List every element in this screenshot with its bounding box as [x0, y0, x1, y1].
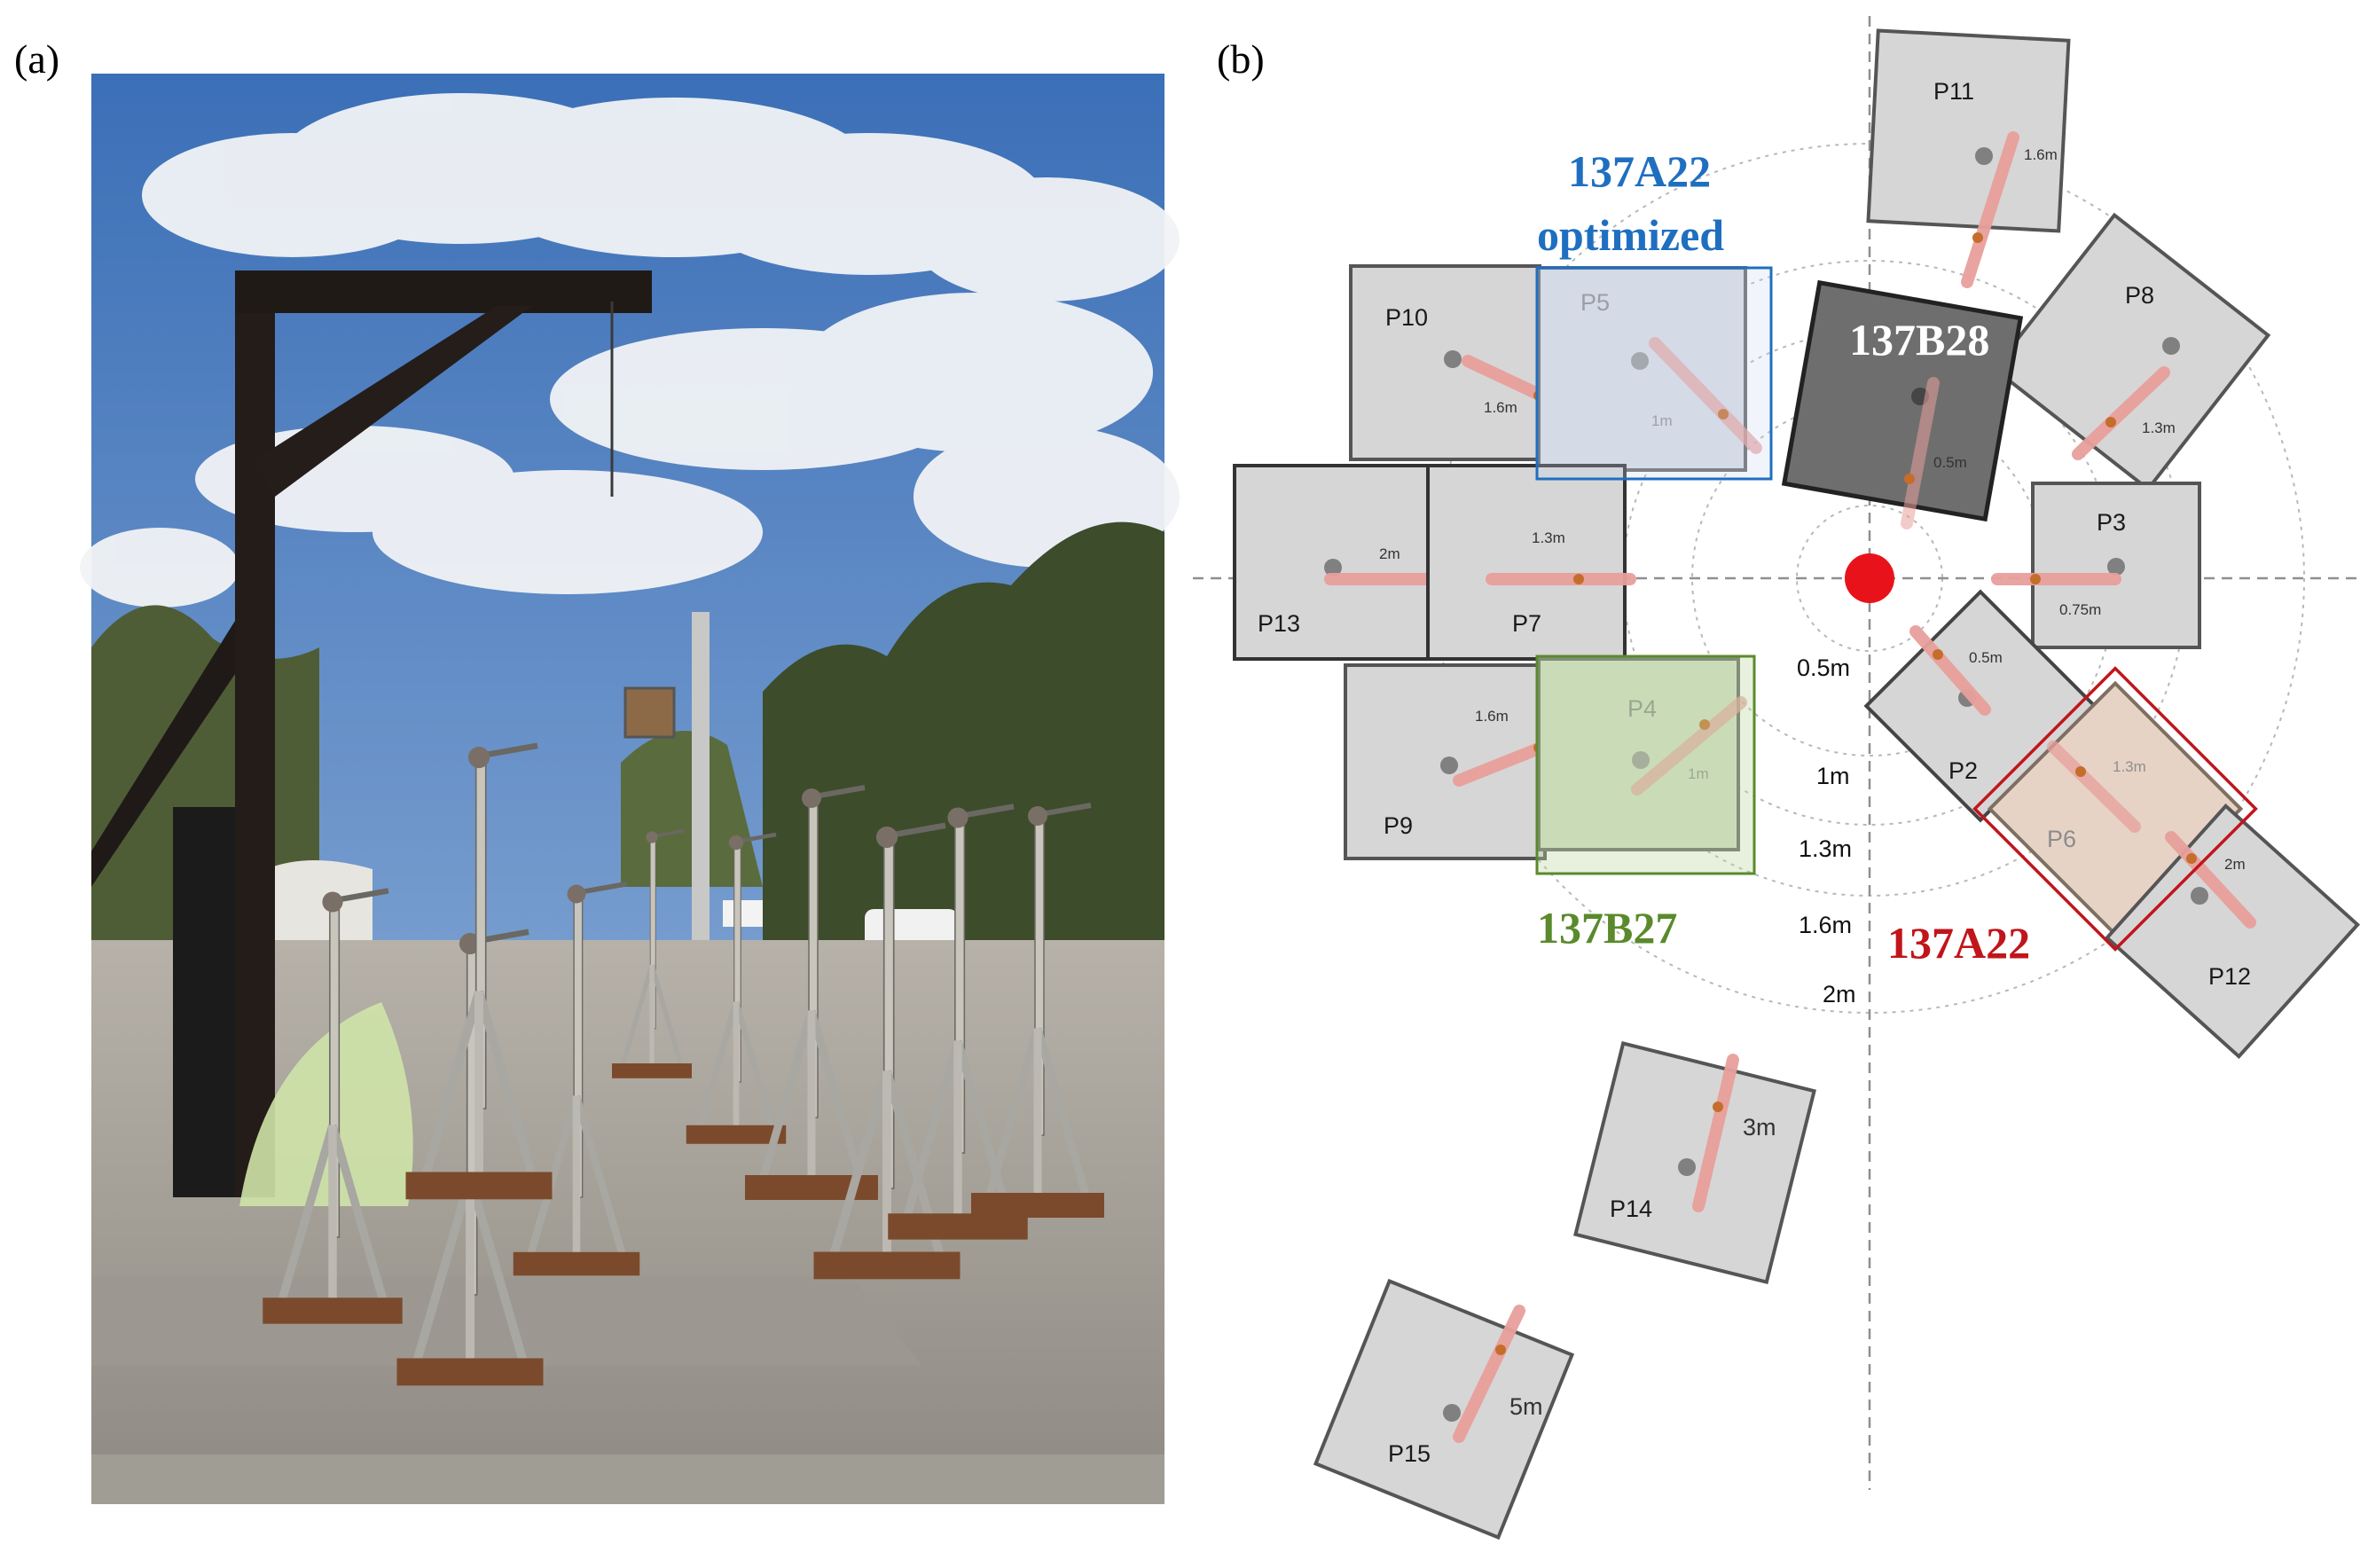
pier-label: P8	[2125, 282, 2154, 309]
pier-distance: 1m	[1688, 765, 1709, 782]
group-frame-137b27	[1535, 655, 1756, 875]
panel-label-a: (a)	[14, 36, 59, 82]
ring-label-0.5m: 0.5m	[1797, 655, 1850, 681]
pier-label: P6	[2047, 826, 2076, 852]
pier-label: P2	[1949, 757, 1978, 784]
pier-distance: 2m	[1379, 545, 1400, 562]
pier-label: P11	[1933, 78, 1974, 105]
group-label-137a22-optimized-line1: 137A22	[1568, 146, 1711, 196]
pier-label: P3	[2097, 509, 2126, 536]
group-label-137b27: 137B27	[1537, 903, 1677, 953]
group-label-137a22: 137A22	[1887, 918, 2030, 968]
pier-p3: P3 0.75m	[1991, 482, 2201, 649]
ring-label-1.6m: 1.6m	[1799, 912, 1852, 938]
pier-distance: 1.6m	[2024, 146, 2058, 163]
axes	[1193, 16, 2359, 1490]
pier-distance: 3m	[1743, 1114, 1776, 1141]
pier-distance: 1.6m	[1475, 708, 1509, 725]
ring-label-1m: 1m	[1816, 763, 1850, 789]
pier-label: P13	[1258, 610, 1300, 637]
pier-p7: P7 1.3m	[1426, 464, 1636, 661]
source-point	[1845, 553, 1894, 603]
pier-label: P10	[1385, 304, 1428, 331]
pier-p8: P8 1.3m	[1991, 212, 2271, 492]
pier-p11: P11 1.6m	[1866, 28, 2071, 288]
pier-label: P14	[1610, 1196, 1652, 1222]
pier-distance: 0.75m	[2059, 601, 2101, 618]
pier-label: P12	[2208, 963, 2251, 990]
pier-distance: 2m	[2224, 856, 2246, 873]
pier-blocks: P11 1.6m P10 1.6m P5 1m P8 1.	[1233, 28, 2361, 1541]
pier-p5: P5 1m	[1537, 266, 1762, 472]
site-photo	[80, 74, 1180, 1504]
pier-p10: P10 1.6m	[1349, 264, 1596, 461]
pier-p1: 0.5m	[1781, 279, 2024, 529]
pier-label: P15	[1388, 1440, 1431, 1467]
pier-p4: P4 1m	[1537, 657, 1747, 851]
pier-distance: 0.5m	[1933, 454, 1967, 471]
pier-distance: 1m	[1651, 412, 1673, 429]
pier-distance: 1.3m	[2142, 419, 2176, 436]
pier-distance: 1.3m	[2113, 758, 2146, 775]
pier-label: P4	[1627, 695, 1657, 722]
group-label-137a22-optimized-line2: optimized	[1537, 210, 1724, 260]
pier-distance: 1.6m	[1484, 399, 1517, 416]
pier-label: P9	[1384, 812, 1413, 839]
pier-p15: P15 5m	[1313, 1278, 1575, 1541]
pier-distance: 0.5m	[1969, 649, 2003, 666]
pier-label: P7	[1512, 610, 1541, 637]
group-label-137b28: 137B28	[1849, 315, 1989, 365]
pier-distance: 1.3m	[1532, 529, 1565, 546]
pier-p12: P12 2m	[2104, 803, 2361, 1060]
group-frame-137a22-optimized	[1535, 266, 1773, 481]
panel-label-b: (b)	[1217, 36, 1265, 82]
ring-labels: 0.5m 1m 1.3m 1.6m 2m	[1797, 655, 1856, 1007]
group-frame-137a22	[1972, 666, 2258, 952]
ring-label-2m: 2m	[1823, 981, 1856, 1007]
pier-distance: 5m	[1509, 1393, 1543, 1420]
pier-p14: P14 3m	[1573, 1041, 1816, 1284]
pier-label: P5	[1580, 289, 1610, 316]
ring-label-1.3m: 1.3m	[1799, 835, 1852, 862]
